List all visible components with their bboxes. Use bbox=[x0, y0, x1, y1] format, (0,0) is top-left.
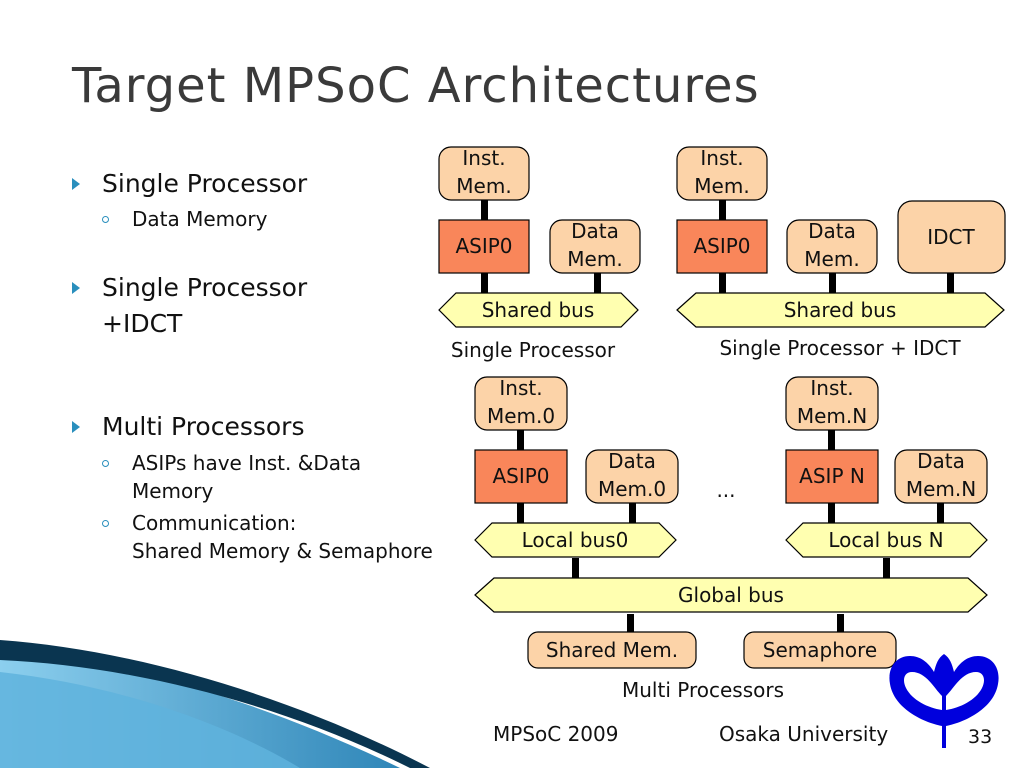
inst-memN-label: Inst. bbox=[810, 376, 853, 400]
single-processor-idct-caption: Single Processor + IDCT bbox=[719, 336, 961, 360]
idct-label: IDCT bbox=[927, 225, 975, 249]
connectors bbox=[481, 200, 954, 632]
inst-mem-label: Mem. bbox=[456, 174, 511, 198]
asip0-box bbox=[474, 449, 568, 504]
asip0-box bbox=[438, 219, 530, 274]
data-mem-label: Mem. bbox=[804, 247, 859, 271]
data-mem0-label: Data bbox=[608, 449, 656, 473]
global-bus-label: Global bus bbox=[678, 583, 784, 607]
asip0-label: ASIP0 bbox=[492, 464, 549, 488]
asip0-label: ASIP0 bbox=[455, 234, 512, 258]
bullet-arrow-icon bbox=[72, 178, 80, 190]
local-busN bbox=[785, 522, 988, 558]
asipN-box bbox=[785, 449, 879, 504]
shared-mem-label: Shared Mem. bbox=[546, 638, 678, 662]
ellipsis: ... bbox=[716, 478, 735, 502]
inst-mem0-box bbox=[474, 376, 568, 431]
semaphore-box bbox=[743, 631, 897, 669]
data-mem0-box bbox=[585, 449, 679, 504]
multi-processors-caption: Multi Processors bbox=[622, 678, 784, 702]
osaka-university-logo bbox=[889, 654, 999, 748]
shared-bus bbox=[676, 292, 1005, 328]
data-memN-label: Data bbox=[917, 449, 965, 473]
inst-mem0-label: Inst. bbox=[499, 376, 542, 400]
bullet-ring-icon bbox=[102, 520, 109, 527]
footer-conference: MPSoC 2009 bbox=[493, 722, 619, 746]
global-bus bbox=[474, 577, 988, 613]
semaphore-label: Semaphore bbox=[763, 638, 877, 662]
bullet-ring-icon bbox=[102, 216, 109, 223]
inst-mem-box bbox=[438, 146, 530, 201]
shared-mem-box bbox=[527, 631, 697, 669]
bullet-arrow-icon bbox=[72, 282, 80, 294]
data-memN-label: Mem.N bbox=[906, 477, 976, 501]
data-mem-label: Mem. bbox=[567, 247, 622, 271]
shared-bus bbox=[438, 292, 639, 328]
data-mem-box bbox=[549, 219, 641, 274]
idct-box bbox=[897, 200, 1006, 274]
inst-mem-label: Inst. bbox=[700, 146, 743, 170]
asipN-label: ASIP N bbox=[799, 464, 865, 488]
inst-memN-label: Mem.N bbox=[797, 404, 867, 428]
inst-mem0-label: Mem.0 bbox=[487, 404, 555, 428]
shared-bus-label: Shared bus bbox=[482, 298, 595, 322]
single-processor-caption: Single Processor bbox=[451, 338, 616, 362]
data-mem-box bbox=[786, 219, 878, 274]
inst-mem-label: Mem. bbox=[694, 174, 749, 198]
data-mem-label: Data bbox=[808, 219, 856, 243]
shared-bus-label: Shared bus bbox=[784, 298, 897, 322]
local-busN-label: Local bus N bbox=[828, 528, 943, 552]
page-number: 33 bbox=[968, 726, 993, 748]
bullet-arrow-icon bbox=[72, 421, 80, 433]
local-bus0-label: Local bus0 bbox=[522, 528, 629, 552]
data-mem0-label: Mem.0 bbox=[598, 477, 666, 501]
slide-title: Target MPSoC Architectures bbox=[72, 58, 760, 114]
local-bus0 bbox=[474, 522, 677, 558]
data-memN-box bbox=[894, 449, 988, 504]
inst-memN-box bbox=[785, 376, 879, 431]
bullet-ring-icon bbox=[102, 460, 109, 467]
asip0-label: ASIP0 bbox=[693, 234, 750, 258]
footer-university: Osaka University bbox=[719, 722, 889, 746]
inst-mem-box bbox=[676, 146, 768, 201]
data-mem-label: Data bbox=[571, 219, 619, 243]
inst-mem-label: Inst. bbox=[462, 146, 505, 170]
asip0-box bbox=[676, 219, 768, 274]
